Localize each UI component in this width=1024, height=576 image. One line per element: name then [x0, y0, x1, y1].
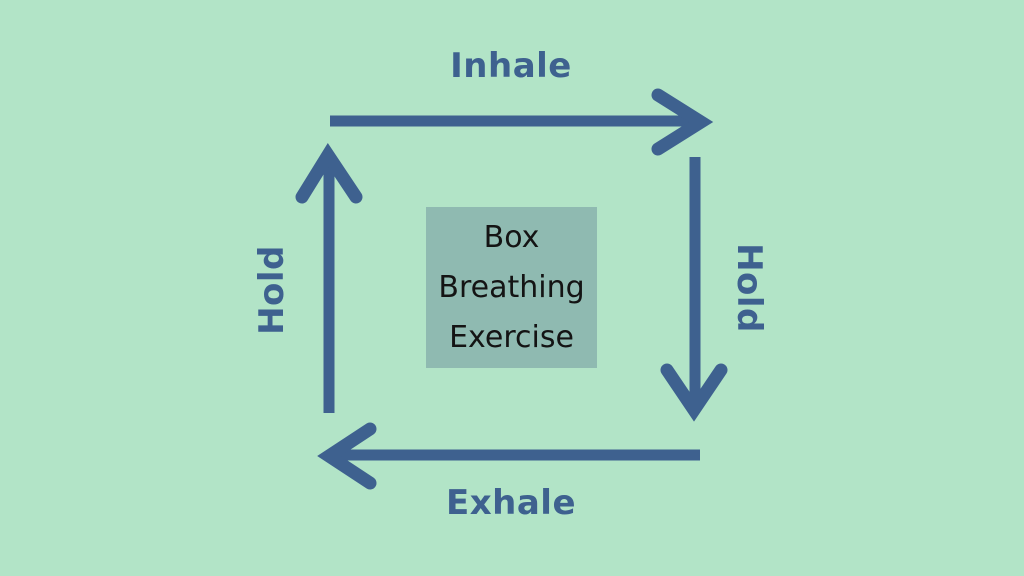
center-title-line-3: Exercise — [449, 319, 574, 355]
center-title-box: Box Breathing Exercise — [426, 207, 597, 368]
arrow-down-icon — [660, 157, 728, 422]
hold-left-label: Hold — [252, 245, 292, 335]
center-title-line-1: Box — [483, 219, 540, 255]
arrow-right-icon — [330, 88, 714, 156]
arrow-left-icon — [317, 422, 700, 490]
inhale-label: Inhale — [450, 46, 572, 86]
center-title-line-2: Breathing — [438, 269, 585, 305]
exhale-label: Exhale — [445, 483, 577, 523]
hold-right-label: Hold — [729, 243, 769, 333]
arrow-up-icon — [295, 142, 363, 413]
